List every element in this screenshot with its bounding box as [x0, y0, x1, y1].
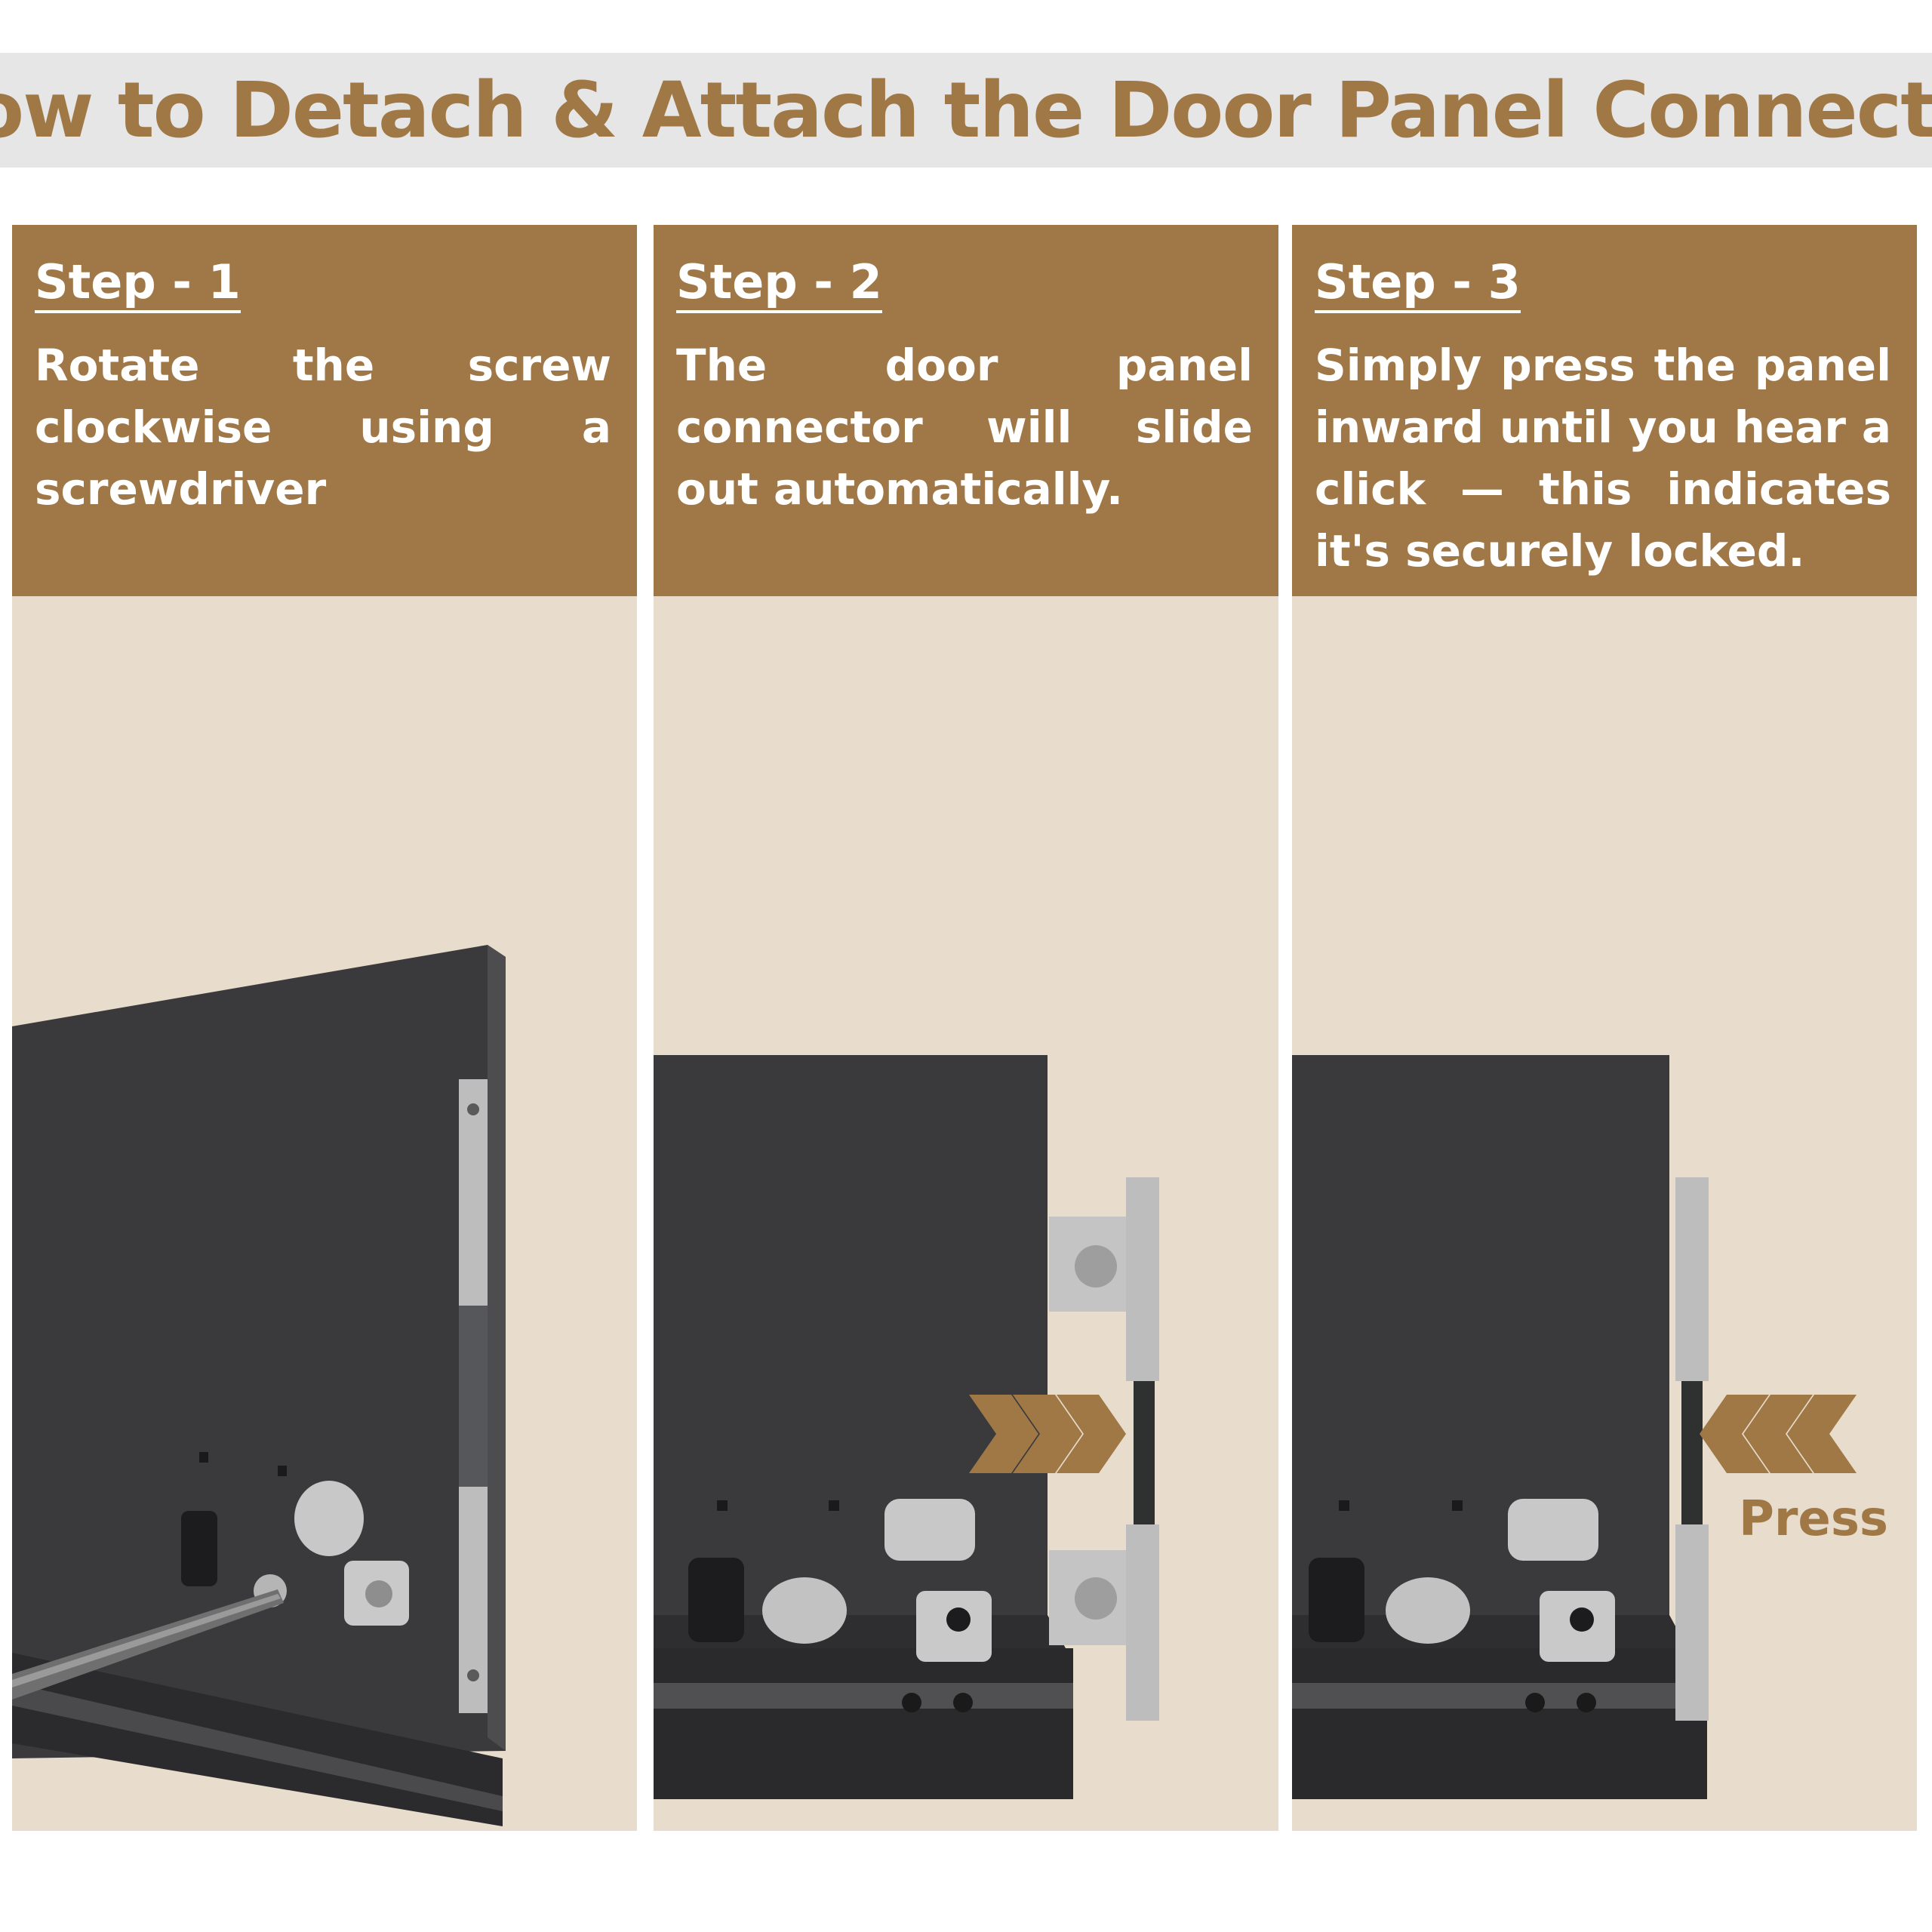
- step-3-illustration: Press: [1292, 1055, 1888, 1799]
- connector-bracket-top: [1126, 1177, 1159, 1381]
- step-1-panel: Step - 1 Rotate the screw clockwise usin…: [12, 225, 637, 1831]
- connector-slot: [1681, 1381, 1703, 1524]
- step-1-text: Rotate the screw clockwise using a screw…: [35, 340, 611, 515]
- step-1-illustration: [12, 945, 506, 1826]
- step-3-header: Step - 3 Simply press the panel inward u…: [1292, 225, 1917, 596]
- screw-head-icon: [365, 1580, 392, 1607]
- drawer-side-panel: [1292, 1055, 1669, 1615]
- connector-slot: [1134, 1381, 1155, 1524]
- connector-bracket-bottom: [1675, 1524, 1709, 1721]
- screw-head-icon: [1075, 1577, 1117, 1620]
- drawer-bottom-rail: [1292, 1648, 1707, 1799]
- title-band: How to Detach & Attach the Door Panel Co…: [0, 53, 1932, 168]
- step-3-text: Simply press the panel inward until you …: [1315, 340, 1891, 577]
- step-1-label: Step - 1: [35, 255, 241, 314]
- connector-bracket-top: [1675, 1177, 1709, 1381]
- drawer-bottom-rail: [654, 1648, 1073, 1799]
- press-label: Press: [1739, 1491, 1888, 1547]
- slide-out-arrow-icon: [969, 1395, 1126, 1473]
- square-cutout: [688, 1558, 744, 1642]
- step-1-header: Step - 1 Rotate the screw clockwise usin…: [12, 225, 637, 596]
- square-cutout: [181, 1511, 217, 1586]
- drawer-panel-edge: [488, 945, 506, 1751]
- cam-fitting: [1508, 1499, 1598, 1561]
- square-cutout: [1309, 1558, 1364, 1642]
- page-title: How to Detach & Attach the Door Panel Co…: [0, 65, 1932, 155]
- drawer-side-panel: [12, 945, 506, 1758]
- step-3-panel: Step - 3 Simply press the panel inward u…: [1292, 225, 1917, 1831]
- connector-bracket-top: [459, 1079, 488, 1306]
- press-arrow-icon: [1700, 1395, 1857, 1473]
- step-2-text: The door panel connector will slide out …: [676, 340, 1253, 515]
- step-2-label: Step - 2: [676, 255, 882, 314]
- screw-head-icon: [1075, 1245, 1117, 1287]
- cam-fitting: [884, 1499, 975, 1561]
- step-3-label: Step - 3: [1315, 255, 1521, 314]
- drawer-side-panel: [654, 1055, 1048, 1615]
- step-2-illustration: [654, 1055, 1159, 1799]
- connector-bracket-bottom: [1126, 1524, 1159, 1721]
- step-2-panel: Step - 2 The door panel connector will s…: [654, 225, 1278, 1831]
- cam-fitting: [294, 1481, 364, 1556]
- step-2-header: Step - 2 The door panel connector will s…: [654, 225, 1278, 596]
- connector-slot: [459, 1306, 488, 1487]
